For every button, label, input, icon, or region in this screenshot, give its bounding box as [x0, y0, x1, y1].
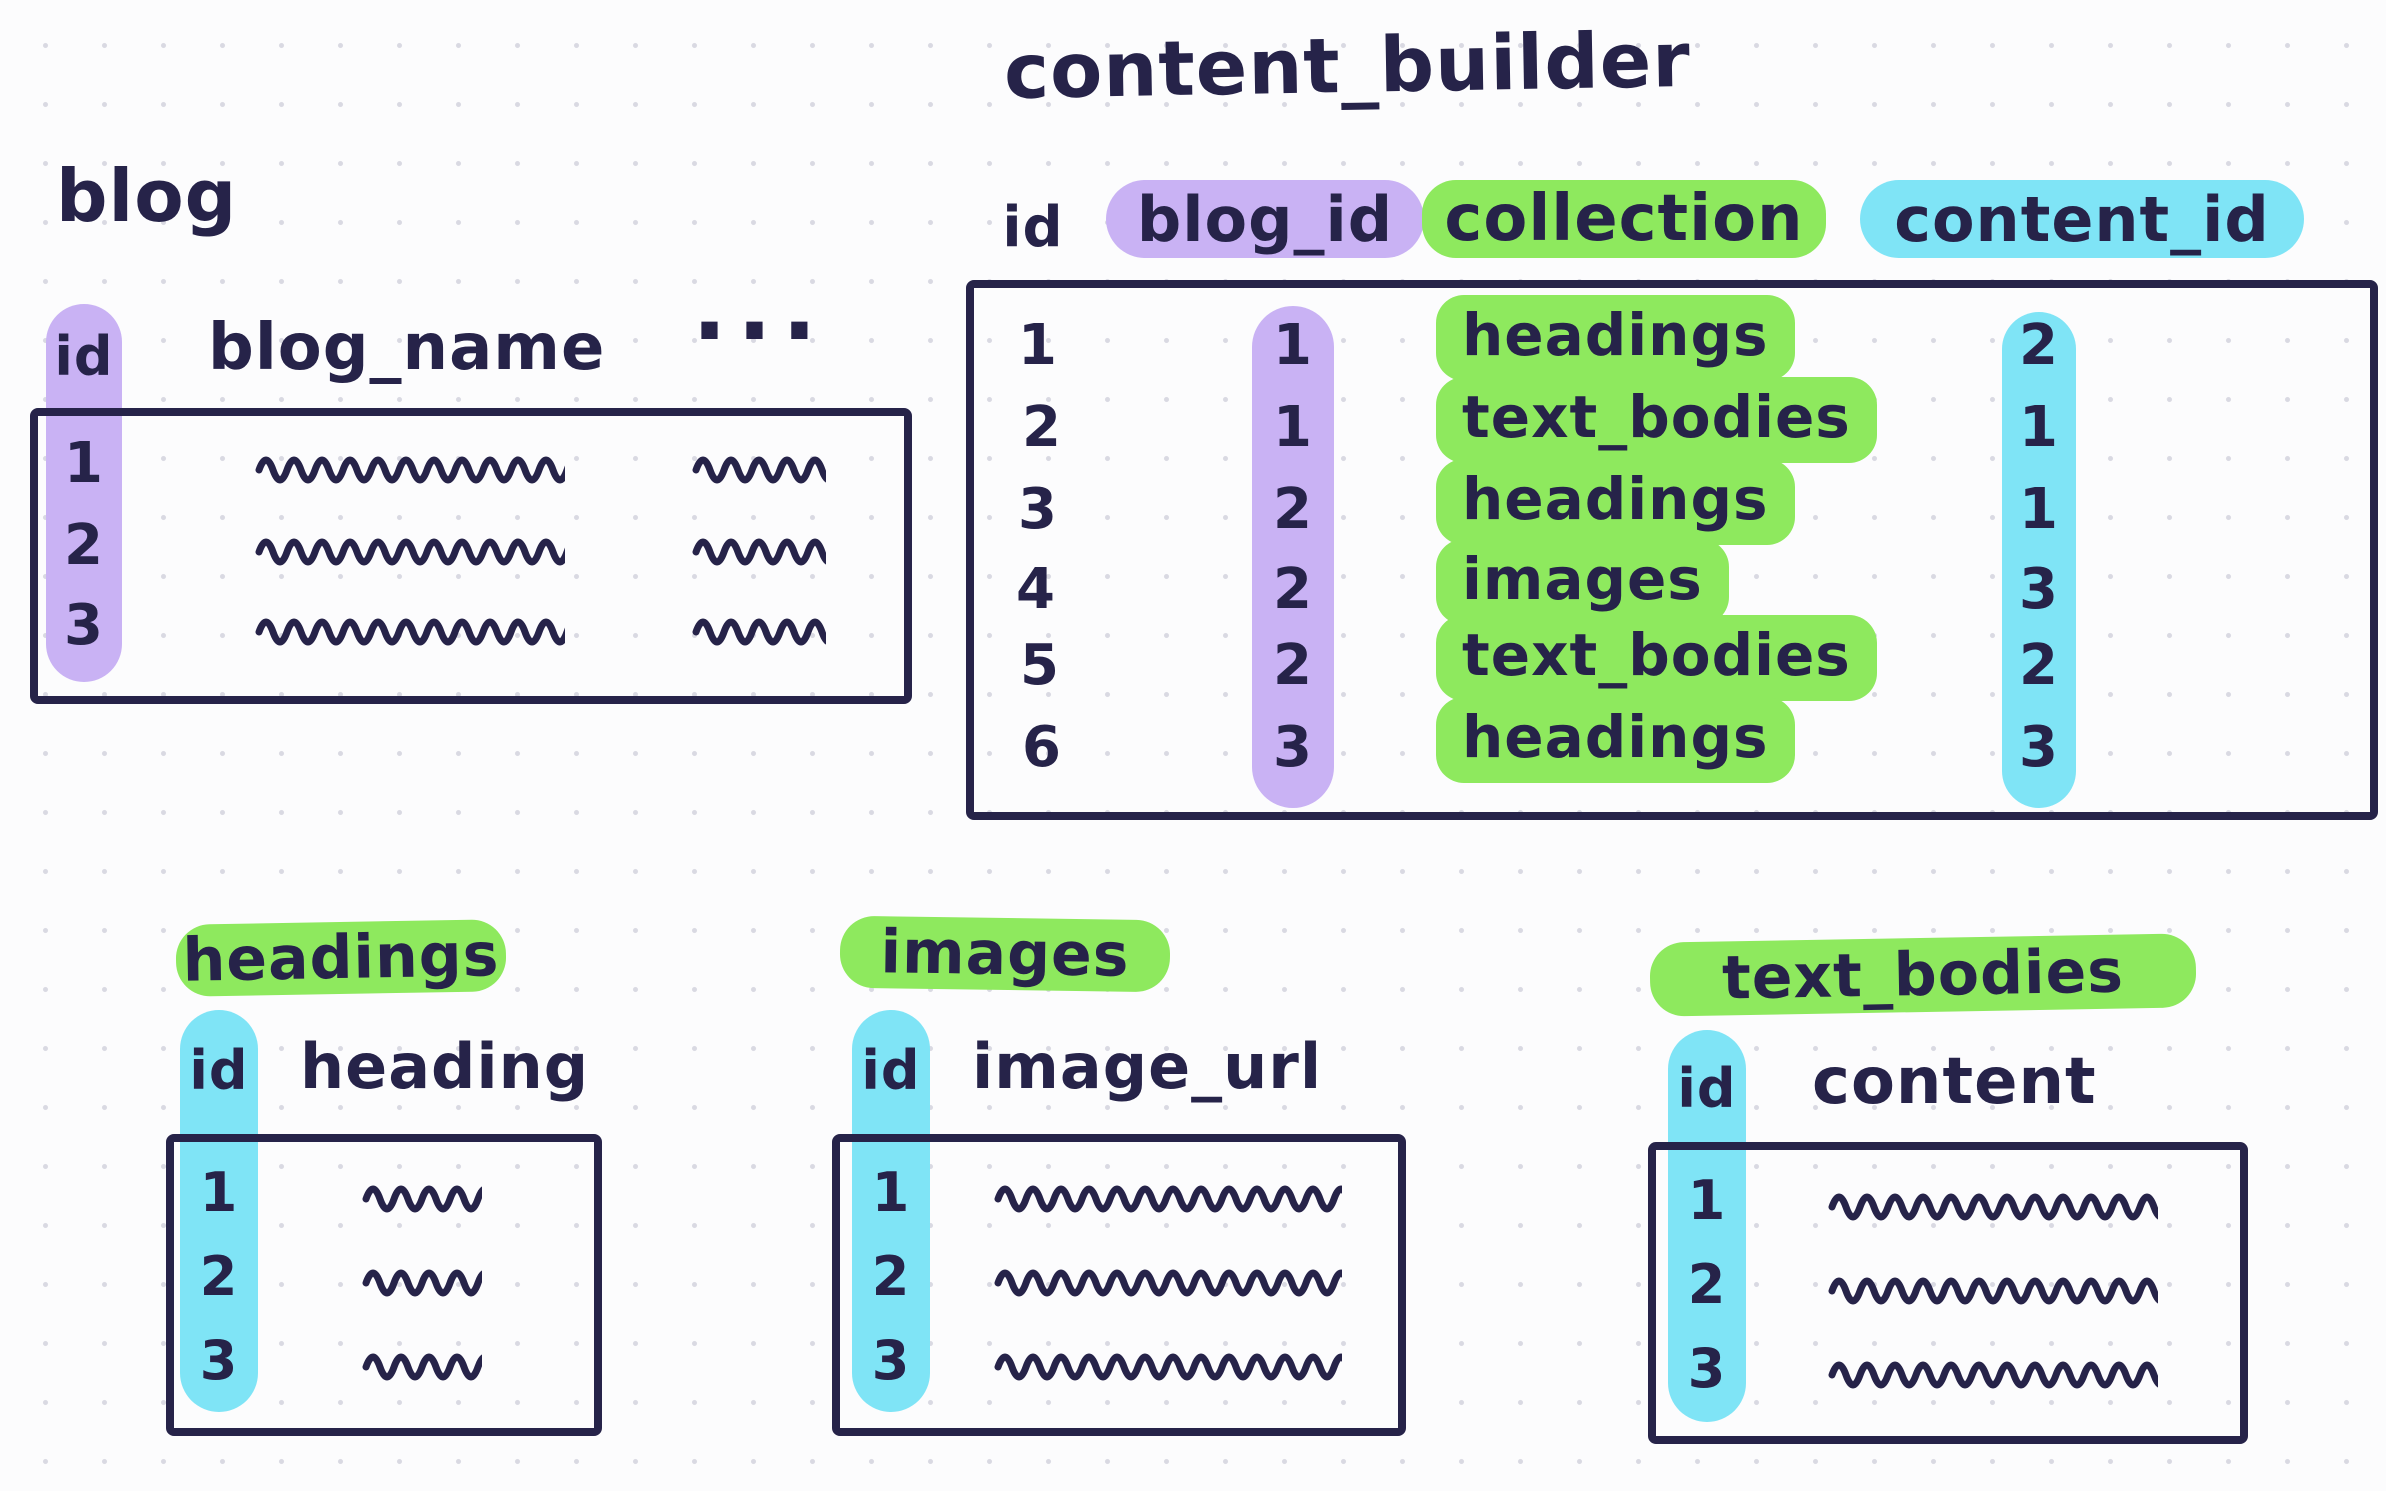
blog-id-column-highlight — [46, 304, 122, 682]
images-header-id: id — [861, 1039, 921, 1102]
cb-row-collection: text_bodies — [1436, 615, 1877, 701]
content-builder-header-blog-id-highlight: blog_id — [1106, 180, 1424, 258]
content-builder-header-id: id — [1002, 195, 1064, 260]
images-id-column-highlight — [852, 1010, 930, 1412]
text-bodies-row-id: 1 — [1687, 1169, 1727, 1232]
headings-table-title-highlight: headings — [175, 919, 507, 997]
blog-row-id: 2 — [64, 513, 104, 578]
text-bodies-table-title-highlight: text_bodies — [1649, 933, 2197, 1017]
blog-name-scribble — [255, 536, 565, 568]
images-table-title-highlight: images — [839, 915, 1171, 993]
cb-row-collection: headings — [1436, 459, 1795, 545]
cb-row-blog-id: 1 — [1273, 395, 1313, 460]
headings-row-id: 2 — [199, 1245, 239, 1308]
content-builder-header-content-id: content_id — [1894, 182, 2270, 256]
blog-extra-scribble — [692, 616, 826, 648]
headings-table-box — [166, 1134, 602, 1436]
headings-table-title: headings — [182, 920, 500, 996]
content-builder-table-box — [966, 280, 2378, 820]
cb-row-content-id: 3 — [2019, 715, 2059, 780]
cb-row-collection: text_bodies — [1436, 377, 1877, 463]
content-scribble — [1828, 1275, 2158, 1307]
headings-header-heading: heading — [300, 1030, 590, 1103]
content-builder-header-content-id-highlight: content_id — [1860, 180, 2304, 258]
cb-row-blog-id: 2 — [1273, 477, 1313, 542]
images-row-id: 2 — [871, 1245, 911, 1308]
images-table-title: images — [880, 917, 1130, 991]
cb-row-id: 3 — [1018, 477, 1058, 542]
content-builder-table-title: content_builder — [1003, 15, 1692, 116]
cb-row-collection: headings — [1436, 295, 1795, 381]
blog-row-id: 1 — [64, 431, 104, 496]
text-bodies-table-title: text_bodies — [1721, 936, 2125, 1014]
content-builder-header-collection: collection — [1444, 182, 1804, 256]
cb-row-id: 6 — [1022, 715, 1062, 780]
cb-row-id: 5 — [1020, 633, 1060, 698]
heading-scribble — [362, 1183, 482, 1215]
blog-table-box — [30, 408, 912, 704]
cb-row-content-id: 3 — [2019, 557, 2059, 622]
image-url-scribble — [994, 1183, 1342, 1215]
blog-name-scribble — [255, 454, 565, 486]
headings-row-id: 3 — [199, 1329, 239, 1392]
text-bodies-table-box — [1648, 1142, 2248, 1444]
text-bodies-header-content: content — [1812, 1045, 2097, 1119]
images-table-box — [832, 1134, 1406, 1436]
text-bodies-id-column-highlight — [1668, 1030, 1746, 1422]
cb-row-content-id: 1 — [2019, 395, 2059, 460]
image-url-scribble — [994, 1351, 1342, 1383]
blog-extra-scribble — [692, 454, 826, 486]
headings-id-column-highlight — [180, 1010, 258, 1412]
cb-row-collection: images — [1436, 539, 1729, 625]
images-row-id: 1 — [871, 1161, 911, 1224]
blog-header-blog-name: blog_name — [208, 311, 606, 385]
content-scribble — [1828, 1191, 2158, 1223]
cb-row-blog-id: 2 — [1273, 557, 1313, 622]
content-builder-header-blog-id: blog_id — [1136, 182, 1394, 256]
cb-row-id: 4 — [1016, 557, 1056, 622]
heading-scribble — [362, 1267, 482, 1299]
text-bodies-row-id: 3 — [1687, 1337, 1727, 1400]
cb-row-id: 2 — [1022, 395, 1062, 460]
blog-row-id: 3 — [64, 593, 104, 658]
cb-row-blog-id: 1 — [1273, 313, 1313, 378]
blog-header-ellipsis: ... — [692, 254, 827, 361]
content-builder-header-collection-highlight: collection — [1422, 180, 1826, 258]
cb-row-blog-id: 2 — [1273, 633, 1313, 698]
image-url-scribble — [994, 1267, 1342, 1299]
cb-row-id: 1 — [1018, 313, 1058, 378]
images-row-id: 3 — [871, 1329, 911, 1392]
headings-header-id: id — [189, 1039, 249, 1102]
content-builder-content-id-column-highlight — [2002, 312, 2076, 808]
cb-row-content-id: 1 — [2019, 477, 2059, 542]
blog-header-id: id — [54, 325, 114, 388]
cb-row-content-id: 2 — [2019, 313, 2059, 378]
blog-name-scribble — [255, 616, 565, 648]
cb-row-collection: headings — [1436, 697, 1795, 783]
text-bodies-header-id: id — [1677, 1057, 1737, 1120]
text-bodies-row-id: 2 — [1687, 1253, 1727, 1316]
heading-scribble — [362, 1351, 482, 1383]
cb-row-blog-id: 3 — [1273, 715, 1313, 780]
content-builder-blog-id-column-highlight — [1252, 306, 1334, 808]
blog-table-title: blog — [56, 154, 238, 238]
images-header-image-url: image_url — [972, 1030, 1323, 1103]
content-scribble — [1828, 1359, 2158, 1391]
headings-row-id: 1 — [199, 1161, 239, 1224]
cb-row-content-id: 2 — [2019, 633, 2059, 698]
blog-extra-scribble — [692, 536, 826, 568]
